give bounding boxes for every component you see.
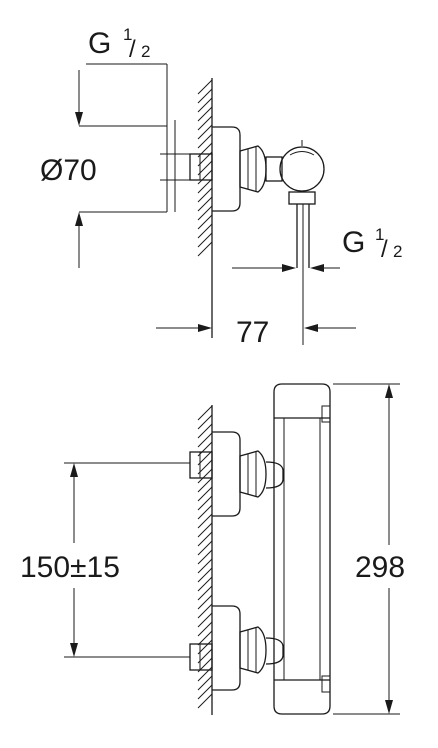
hatch-line xyxy=(197,612,213,628)
nut-upper xyxy=(239,450,267,498)
spacing-label: 150±15 xyxy=(20,551,120,584)
inlet-stub-upper xyxy=(189,451,213,479)
hatch-line xyxy=(197,88,213,104)
thread-top-numerator: 1 xyxy=(123,25,132,44)
hatch-line xyxy=(197,187,213,203)
hatch-line xyxy=(197,432,213,448)
hatch-line xyxy=(197,97,213,113)
thread-side-denominator: 2 xyxy=(393,242,402,261)
hatch-line xyxy=(197,486,213,502)
escutcheon-lower xyxy=(212,605,241,691)
hatch-line xyxy=(197,423,213,439)
hatch-line xyxy=(197,232,213,248)
front-view: 298 150±15 xyxy=(20,383,405,715)
hatch-line xyxy=(197,115,213,131)
hatch-line xyxy=(197,675,213,691)
hatch-line xyxy=(197,576,213,592)
thread-top-label: G xyxy=(88,27,111,60)
escutcheon-upper xyxy=(212,431,241,517)
hatch-line xyxy=(197,522,213,538)
height-label: 298 xyxy=(355,551,405,584)
hatch-line xyxy=(197,594,213,610)
diameter-label: Ø70 xyxy=(40,154,97,187)
projection-label: 77 xyxy=(236,316,269,349)
thread-side-numerator: 1 xyxy=(375,225,384,244)
hatch-line xyxy=(197,549,213,565)
thread-side-label: G xyxy=(342,226,365,259)
hatch-line xyxy=(197,585,213,601)
hatch-line xyxy=(197,223,213,239)
thread-side-slash: / xyxy=(381,236,388,263)
wall-hatch-top xyxy=(197,79,213,257)
hatch-line xyxy=(197,405,213,421)
thread-top-slash: / xyxy=(129,36,136,63)
hatch-line xyxy=(197,205,213,221)
nut-lower xyxy=(239,626,267,674)
hatch-line xyxy=(197,214,213,230)
hatch-line xyxy=(197,241,213,257)
outlet-top xyxy=(288,191,316,205)
hatch-line xyxy=(197,540,213,556)
hatch-line xyxy=(197,567,213,583)
hatch-line xyxy=(197,178,213,194)
inlet-stub-top xyxy=(189,153,213,181)
hatch-line xyxy=(197,414,213,430)
thread-top-denominator: 2 xyxy=(141,42,150,61)
hatch-line xyxy=(197,603,213,619)
hatch-line xyxy=(197,477,213,493)
hatch-line xyxy=(197,666,213,682)
hatch-line xyxy=(197,169,213,185)
hatch-line xyxy=(197,531,213,547)
hatch-line xyxy=(197,630,213,646)
hatch-line xyxy=(197,495,213,511)
connector-top xyxy=(265,156,283,182)
hatch-line xyxy=(197,124,213,140)
hatch-line xyxy=(197,504,213,520)
hatch-line xyxy=(197,133,213,149)
escutcheon-top xyxy=(212,126,241,212)
hatch-line xyxy=(197,621,213,637)
inlet-stub-lower xyxy=(189,643,213,671)
hatch-line xyxy=(197,106,213,122)
hatch-line xyxy=(197,693,213,709)
hatch-line xyxy=(197,684,213,700)
top-view: G 1 / 2 Ø70 G 1 / 2 77 xyxy=(40,25,402,349)
hatch-line xyxy=(197,513,213,529)
hatch-line xyxy=(197,558,213,574)
mixer-body xyxy=(273,383,331,715)
hatch-line xyxy=(197,196,213,212)
wall-hatch-bottom xyxy=(197,405,213,709)
hatch-line xyxy=(197,79,213,95)
hatch-line xyxy=(197,468,213,484)
nut-top xyxy=(239,145,267,193)
body-circle-top xyxy=(279,146,325,192)
